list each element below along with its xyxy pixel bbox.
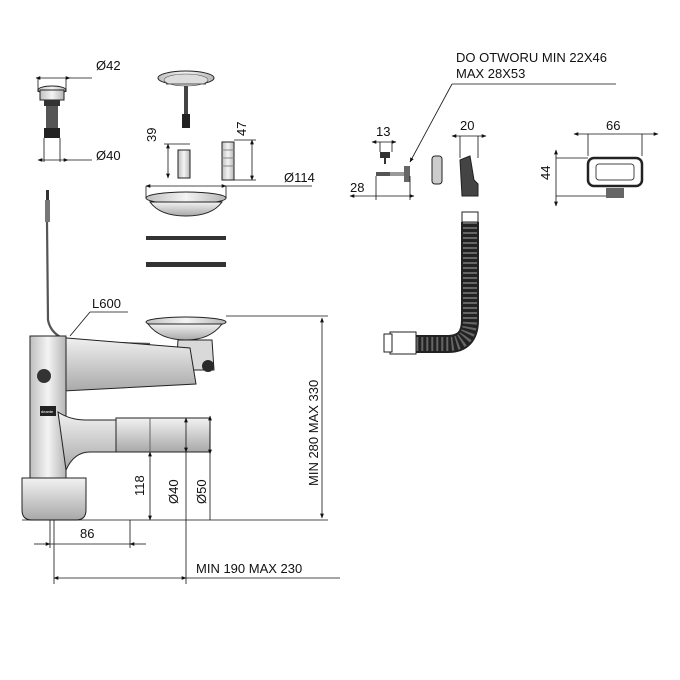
dim-w20: 20 (451, 118, 487, 158)
dim-d114: Ø114 (145, 170, 315, 198)
overflow-connector-side-part (459, 155, 479, 197)
opening-callout: DO OTWORU MIN 22X46 MAX 28X53 (409, 50, 616, 163)
label-d40-side: Ø40 (166, 479, 181, 504)
sink-flange-part (145, 191, 227, 217)
dim-w86: 86 (34, 520, 146, 548)
dim-d40-top: Ø40 (37, 138, 121, 163)
label-w86: 86 (80, 526, 94, 541)
dim-h47: 47 (234, 122, 256, 181)
popup-button-part (37, 85, 67, 138)
screw-39-part (177, 149, 191, 179)
gasket-top-part (146, 236, 226, 240)
bowden-cable-part (45, 190, 151, 346)
label-min190max230: MIN 190 MAX 230 (196, 561, 302, 576)
dim-w28: 28 (349, 176, 415, 200)
dim-d50: Ø50 (194, 415, 212, 520)
dim-h39: 39 (144, 128, 190, 179)
label-opening-line1: DO OTWORU MIN 22X46 (456, 50, 607, 65)
screw-small-part (380, 152, 390, 164)
dim-w66: 66 (573, 118, 659, 156)
screw-long-part (376, 166, 410, 182)
strainer-basket-part (157, 70, 215, 128)
label-l600: L600 (92, 296, 121, 311)
dim-l600: L600 (69, 296, 128, 337)
label-w66: 66 (606, 118, 620, 133)
label-w13: 13 (376, 124, 390, 139)
overflow-front-part (586, 156, 644, 198)
dim-min280max330: MIN 280 MAX 330 (22, 315, 328, 521)
label-h118: 118 (132, 475, 147, 496)
label-min280max330: MIN 280 MAX 330 (306, 380, 321, 486)
label-d114: Ø114 (284, 170, 315, 185)
overflow-plate-part (431, 155, 443, 185)
svg-text:deante: deante (41, 409, 54, 414)
label-h47: 47 (234, 122, 249, 136)
label-h39: 39 (144, 128, 159, 142)
dim-d42: Ø42 (35, 58, 121, 92)
label-w20: 20 (460, 118, 474, 133)
label-d42: Ø42 (96, 58, 121, 73)
gasket-bottom-part (146, 262, 226, 267)
dim-w13: 13 (371, 124, 397, 152)
label-opening-line2: MAX 28X53 (456, 66, 525, 81)
label-w28: 28 (350, 180, 364, 195)
dim-h44: 44 (538, 149, 606, 207)
label-d50: Ø50 (194, 479, 209, 504)
dim-d40-side: Ø40 (166, 417, 188, 520)
label-h44: 44 (538, 166, 553, 180)
drain-body-part: deante (21, 316, 227, 521)
dim-h118: 118 (132, 451, 152, 521)
label-d40-top: Ø40 (96, 148, 121, 163)
screw-47-part (221, 141, 235, 181)
corrugated-hose-part (383, 211, 479, 355)
dim-min190max230: MIN 190 MAX 230 (53, 520, 340, 584)
